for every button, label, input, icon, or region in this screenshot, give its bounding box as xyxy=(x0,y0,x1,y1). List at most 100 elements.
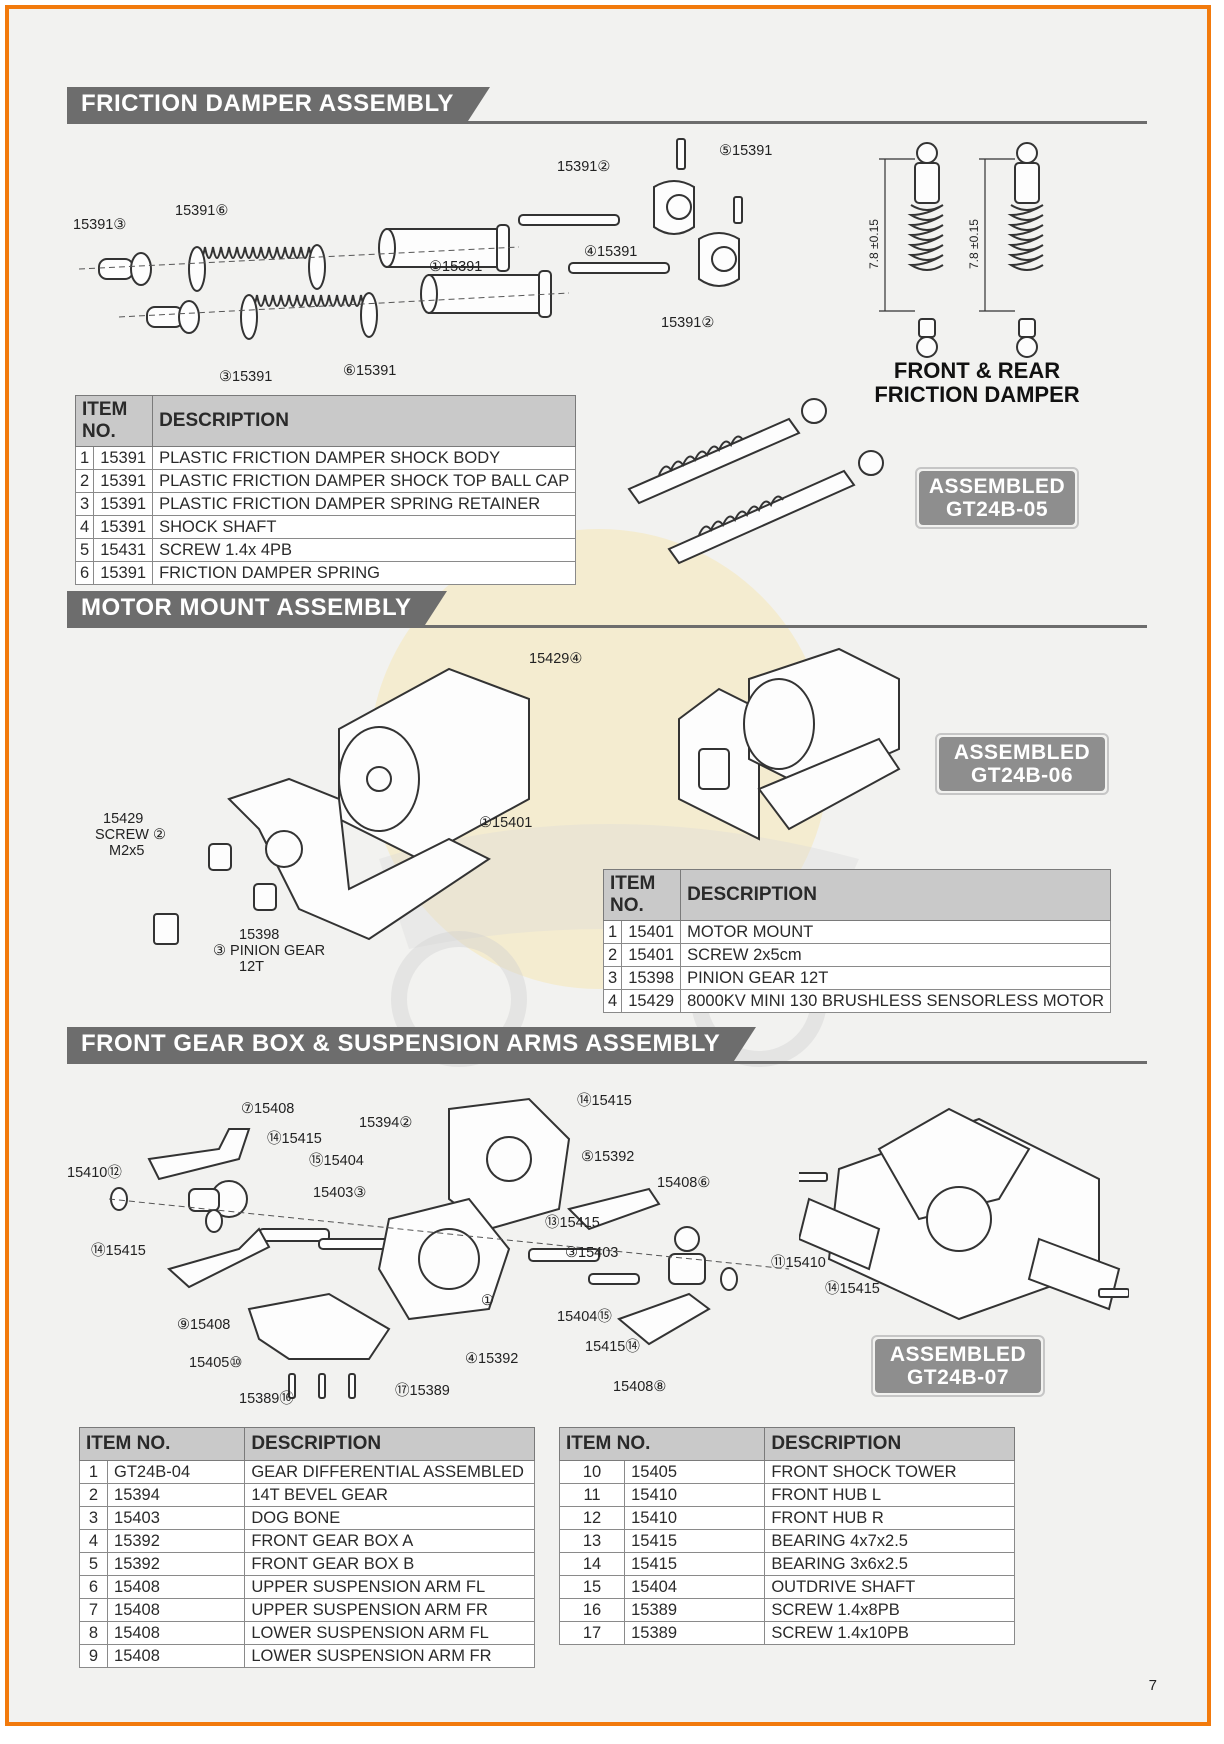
assembled-damper-drawing xyxy=(627,398,884,565)
dimension-label: 7.8 ±0.15 xyxy=(867,219,881,269)
callout-label: 15391③ xyxy=(73,217,127,233)
motor-mount-assembled-drawing xyxy=(678,647,901,841)
callout-label: 15408⑥ xyxy=(657,1175,711,1191)
table-header-row: ITEM NO. DESCRIPTION xyxy=(558,1427,1015,1461)
item-number: 15408 xyxy=(107,1575,246,1599)
section-title-motor: MOTOR MOUNT ASSEMBLY xyxy=(67,591,448,625)
callout-label: ①15391 xyxy=(429,259,483,275)
item-number: 15410 xyxy=(624,1483,766,1507)
part-description: FRONT HUB L xyxy=(764,1483,1015,1507)
part-description: SCREW 1.4x10PB xyxy=(764,1621,1015,1645)
callout-label: ③15391 xyxy=(219,369,273,385)
item-number: 15391 xyxy=(93,446,154,470)
item-number: 15415 xyxy=(624,1552,766,1576)
item-number: 15392 xyxy=(107,1529,246,1553)
front-rear-damper-drawing xyxy=(879,142,1044,358)
part-description: SCREW 1.4x 4PB xyxy=(152,538,577,562)
badge-line: ASSEMBLED xyxy=(889,1343,1027,1366)
item-number: 15405 xyxy=(624,1460,766,1484)
row-number: 13 xyxy=(558,1529,626,1553)
callout-label: ⑪15410 xyxy=(771,1255,826,1271)
badge-line: GT24B-05 xyxy=(945,498,1049,521)
description-header: DESCRIPTION xyxy=(244,1427,535,1461)
item-number: 15391 xyxy=(93,469,154,493)
part-description: 8000KV MINI 130 BRUSHLESS SENSORLESS MOT… xyxy=(680,989,1112,1013)
friction-damper-exploded-drawing xyxy=(79,138,743,340)
callout-label: ⑥15391 xyxy=(343,363,397,379)
callout-label: ⑬15415 xyxy=(545,1215,600,1231)
part-description: 14T BEVEL GEAR xyxy=(244,1483,535,1507)
callout-label: 15403③ xyxy=(313,1185,367,1201)
callout-label: ⑨15408 xyxy=(177,1317,231,1333)
section-rule xyxy=(67,1061,1147,1064)
row-number: 4 xyxy=(602,989,623,1013)
item-number: 15408 xyxy=(107,1598,246,1622)
callout-label: 15404⑮ xyxy=(557,1309,612,1325)
assembled-badge-gt24b-06: ASSEMBLED GT24B-06 xyxy=(935,733,1109,795)
callout-label: M2x5 xyxy=(109,843,145,859)
part-description: SCREW 2x5cm xyxy=(680,943,1112,967)
row-number: 16 xyxy=(558,1598,626,1622)
item-number: 15394 xyxy=(107,1483,246,1507)
badge-line: ASSEMBLED xyxy=(928,475,1066,498)
part-description: MOTOR MOUNT xyxy=(680,920,1112,944)
assembled-badge-gt24b-05: ASSEMBLED GT24B-05 xyxy=(915,467,1079,529)
item-number: 15408 xyxy=(107,1644,246,1668)
item-number: 15392 xyxy=(107,1552,246,1576)
assembled-badge-gt24b-07: ASSEMBLED GT24B-07 xyxy=(871,1335,1045,1397)
callout-label: ⑮15404 xyxy=(309,1153,364,1169)
part-description: OUTDRIVE SHAFT xyxy=(764,1575,1015,1599)
part-description: PLASTIC FRICTION DAMPER SHOCK BODY xyxy=(152,446,577,470)
item-number: 15431 xyxy=(93,538,154,562)
row-number: 5 xyxy=(74,538,95,562)
table-header-row: ITEM NO. DESCRIPTION xyxy=(78,1427,535,1461)
item-number: 15410 xyxy=(624,1506,766,1530)
callout-label: ①15401 xyxy=(479,815,533,831)
page-number: 7 xyxy=(1148,1677,1157,1694)
item-number: 15404 xyxy=(624,1575,766,1599)
callout-label: ④15392 xyxy=(465,1351,519,1367)
callout-label: 15415⑭ xyxy=(585,1339,640,1355)
section-title-gearbox: FRONT GEAR BOX & SUSPENSION ARMS ASSEMBL… xyxy=(67,1027,757,1061)
callout-label: ④15391 xyxy=(584,244,638,260)
callout-label: ⑰15389 xyxy=(395,1383,450,1399)
callout-label: ⑤15391 xyxy=(719,143,773,159)
row-number: 6 xyxy=(78,1575,109,1599)
callout-label: SCREW ② xyxy=(95,827,166,843)
row-number: 8 xyxy=(78,1621,109,1645)
part-description: FRICTION DAMPER SPRING xyxy=(152,561,577,585)
callout-label: 15429④ xyxy=(529,651,583,667)
callout-label: ① xyxy=(481,1293,494,1309)
item-number: 15391 xyxy=(93,492,154,516)
badge-line: GT24B-07 xyxy=(906,1366,1010,1389)
table-header-row: ITEM NO. DESCRIPTION xyxy=(74,395,577,447)
part-description: UPPER SUSPENSION ARM FL xyxy=(244,1575,535,1599)
callout-label: 15391② xyxy=(661,315,715,331)
part-description: FRONT GEAR BOX A xyxy=(244,1529,535,1553)
part-description: FRONT SHOCK TOWER xyxy=(764,1460,1015,1484)
callout-label: ⑤15392 xyxy=(581,1149,635,1165)
item-number: 15391 xyxy=(93,515,154,539)
row-number: 12 xyxy=(558,1506,626,1530)
part-description: BEARING 3x6x2.5 xyxy=(764,1552,1015,1576)
section-rule xyxy=(67,625,1147,628)
